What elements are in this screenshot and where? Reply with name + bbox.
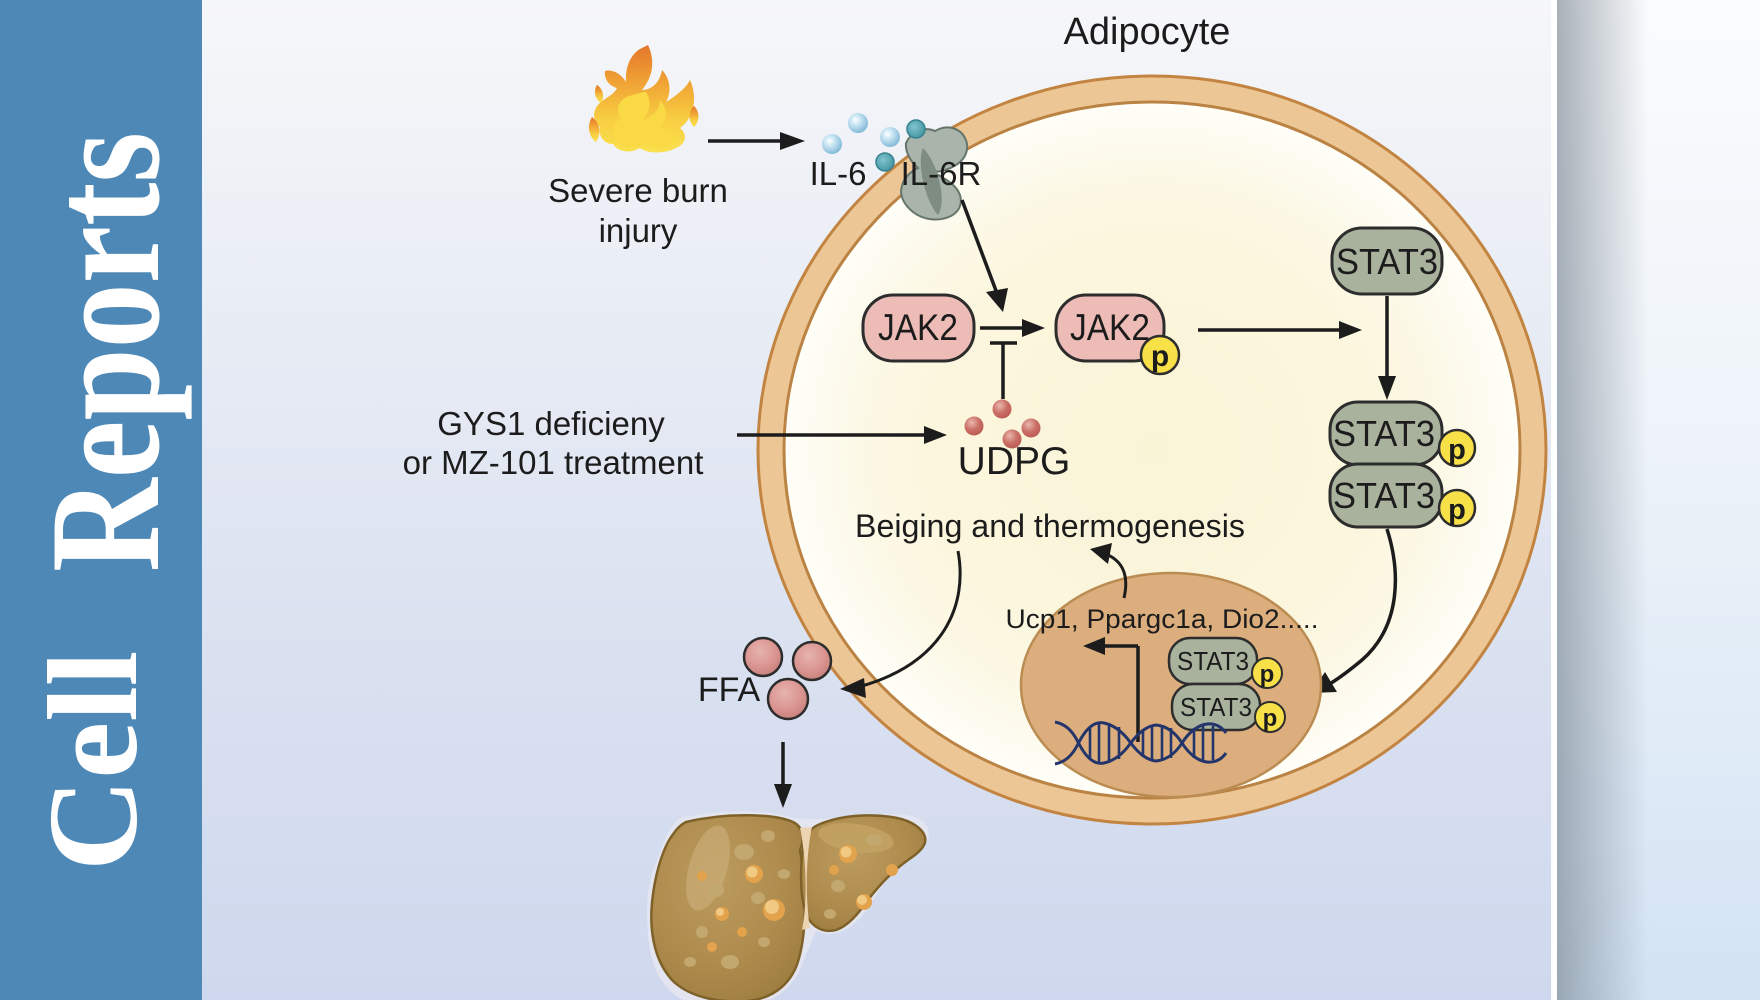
svg-text:STAT3: STAT3: [1333, 475, 1435, 516]
svg-text:STAT3: STAT3: [1180, 692, 1252, 722]
svg-text:injury: injury: [599, 212, 678, 249]
svg-text:GYS1 deficieny: GYS1 deficieny: [437, 405, 665, 442]
svg-text:Adipocyte: Adipocyte: [1064, 11, 1231, 53]
svg-text:Ucp1, Ppargc1a, Dio2.....: Ucp1, Ppargc1a, Dio2.....: [1006, 604, 1319, 634]
svg-text:p: p: [1263, 705, 1278, 732]
svg-text:UDPG: UDPG: [958, 440, 1071, 483]
svg-text:Beiging and thermogenesis: Beiging and thermogenesis: [855, 508, 1245, 544]
svg-text:JAK2: JAK2: [878, 307, 958, 348]
svg-text:p: p: [1448, 434, 1466, 466]
svg-text:FFA: FFA: [698, 671, 761, 709]
svg-text:STAT3: STAT3: [1177, 646, 1249, 676]
svg-text:p: p: [1151, 340, 1169, 373]
svg-text:or MZ-101 treatment: or MZ-101 treatment: [403, 444, 704, 481]
svg-text:p: p: [1448, 494, 1466, 526]
svg-text:STAT3: STAT3: [1333, 413, 1435, 454]
svg-text:Reports: Reports: [18, 132, 193, 572]
svg-text:STAT3: STAT3: [1336, 241, 1438, 282]
svg-text:p: p: [1260, 661, 1275, 688]
svg-text:IL-6R: IL-6R: [901, 155, 982, 192]
svg-text:JAK2: JAK2: [1070, 307, 1150, 348]
svg-text:Cell: Cell: [22, 651, 164, 871]
svg-text:IL-6: IL-6: [810, 155, 867, 192]
svg-text:Severe burn: Severe burn: [548, 172, 728, 209]
